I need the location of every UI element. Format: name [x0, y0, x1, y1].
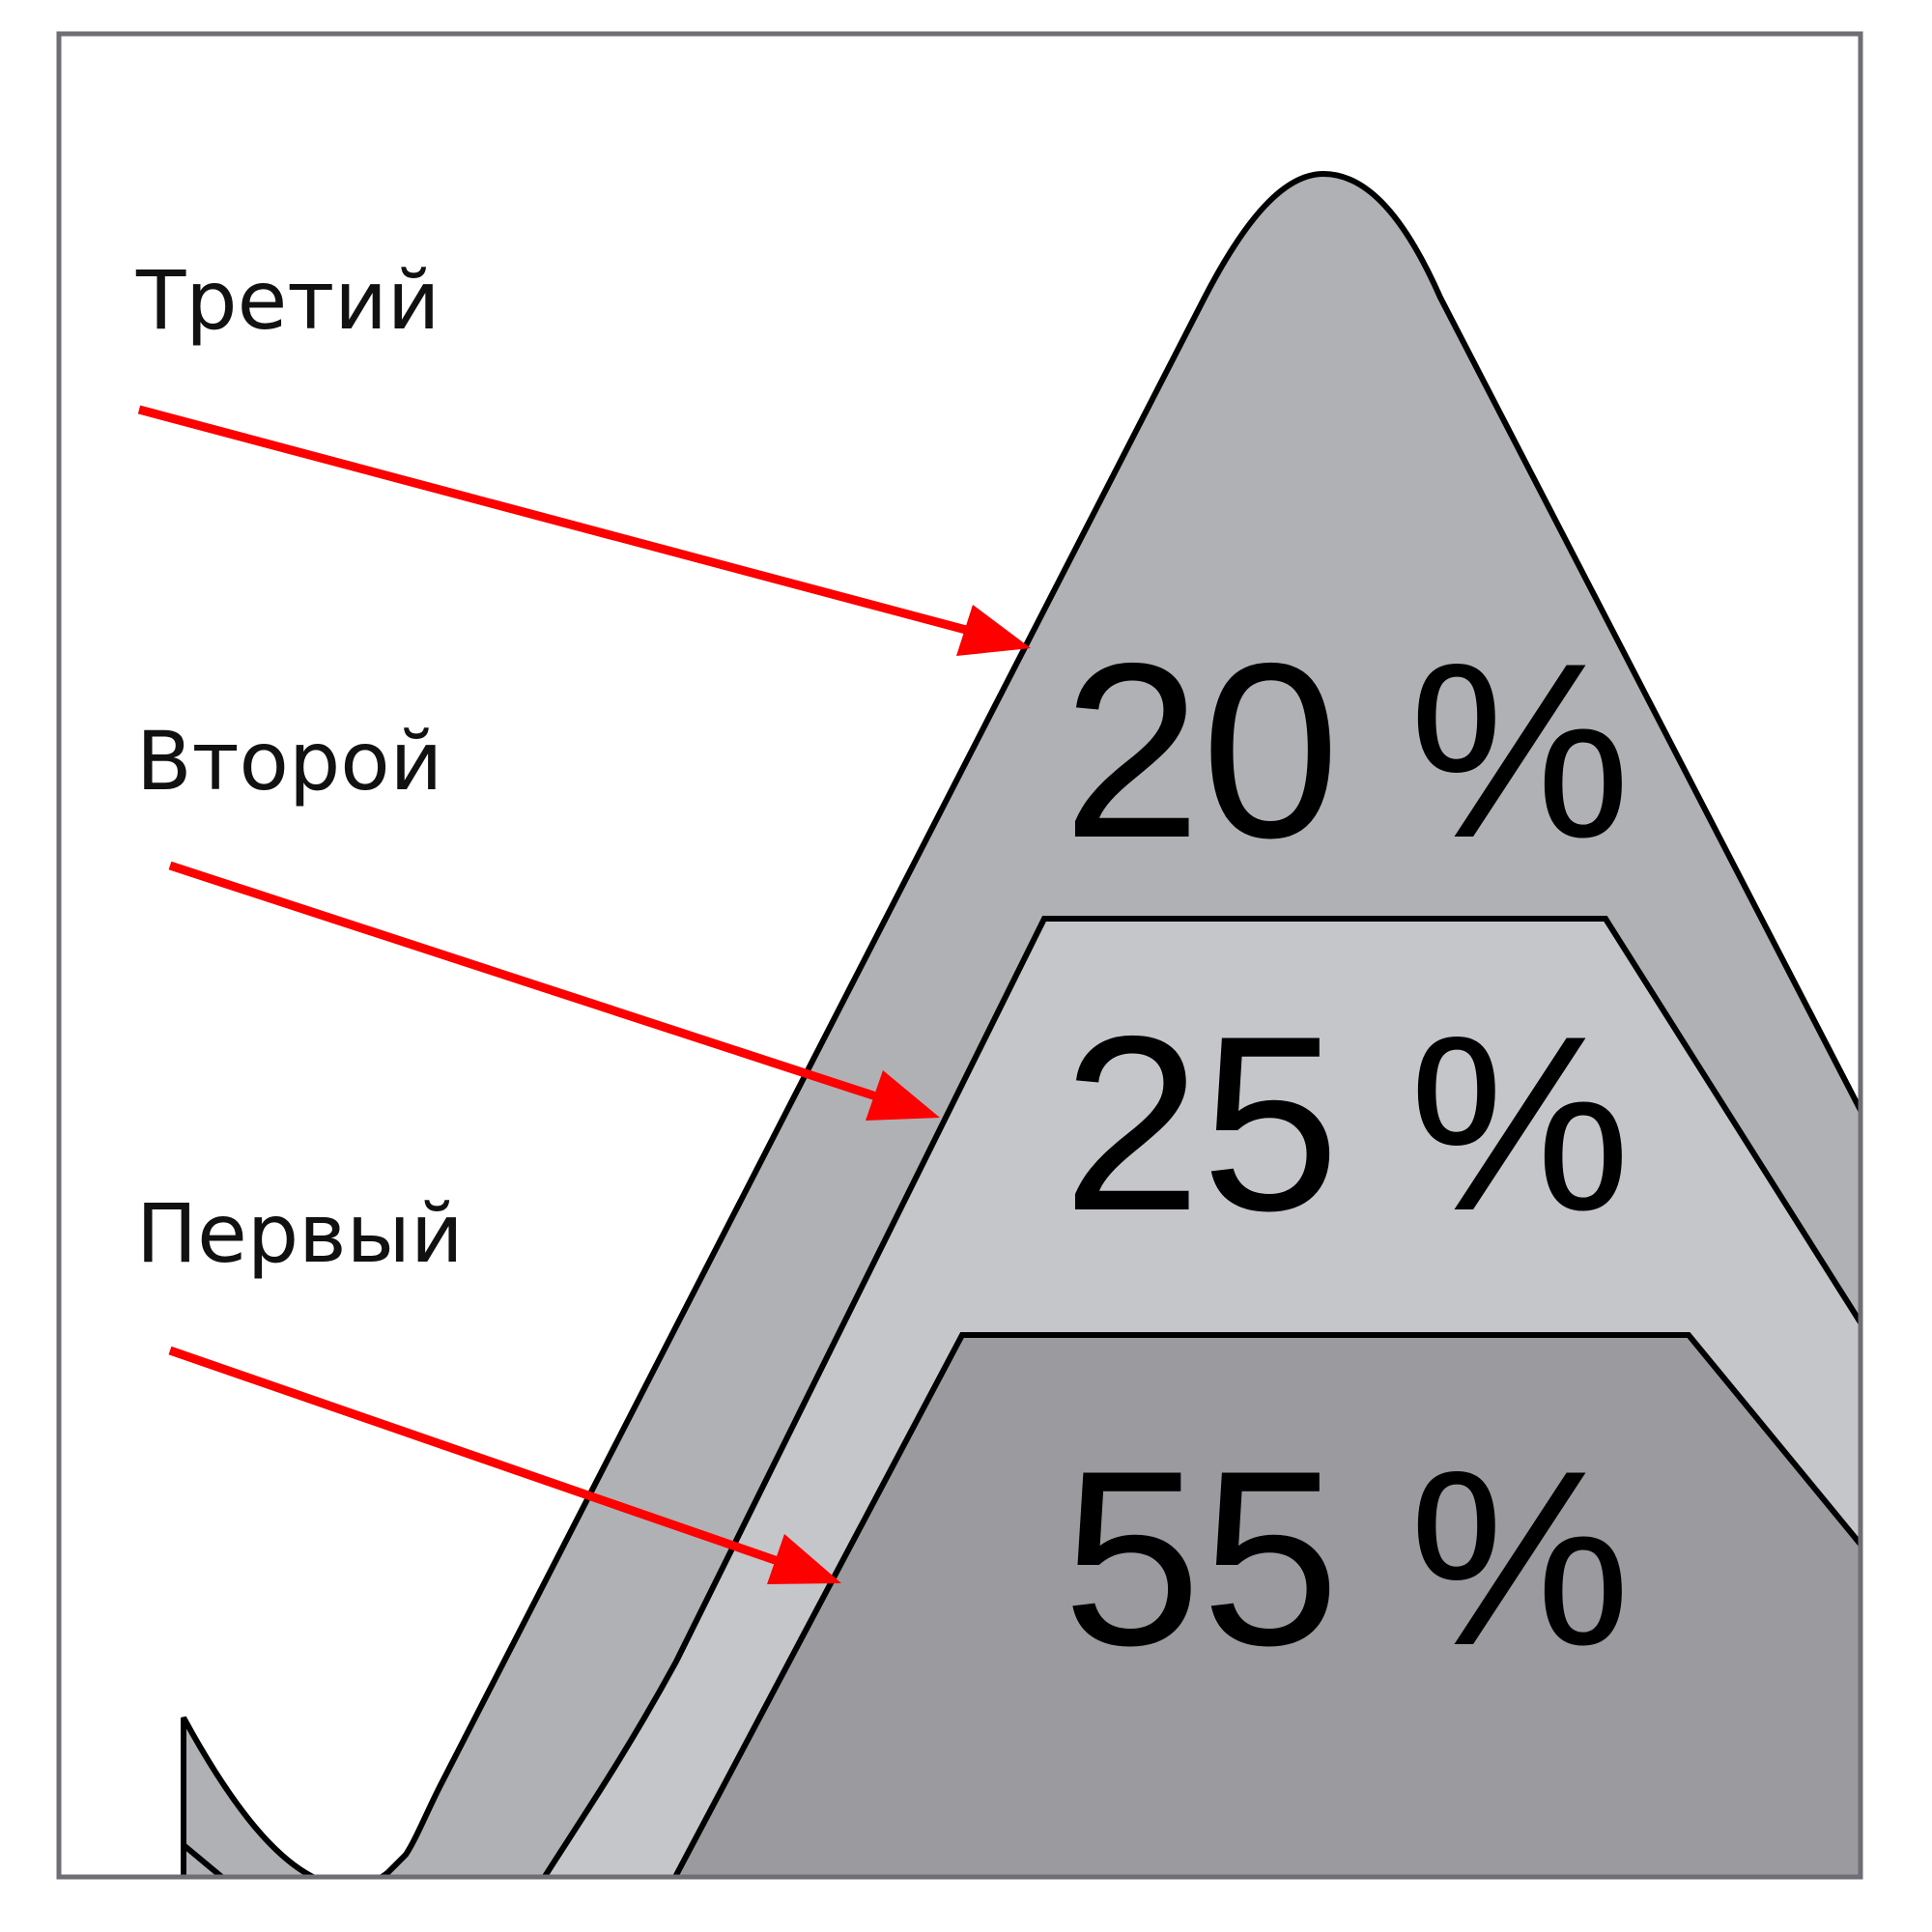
arrow-second: [168, 861, 940, 1121]
layer-bottom-shape: [671, 1332, 1861, 1877]
bump-inner-line: [182, 1842, 227, 1877]
arrow-first: [168, 1346, 841, 1584]
value-top-layer: 20 %: [1063, 611, 1631, 890]
frame-border: [56, 31, 1863, 1880]
value-middle-layer: 25 %: [1063, 983, 1631, 1263]
label-third: Третий: [135, 253, 440, 348]
bottom-left-bump: [181, 1716, 409, 1877]
value-bottom-layer: 55 %: [1063, 1418, 1631, 1697]
arrow-third: [137, 405, 1031, 656]
label-second: Второй: [136, 714, 442, 809]
label-first: Первый: [136, 1186, 464, 1281]
